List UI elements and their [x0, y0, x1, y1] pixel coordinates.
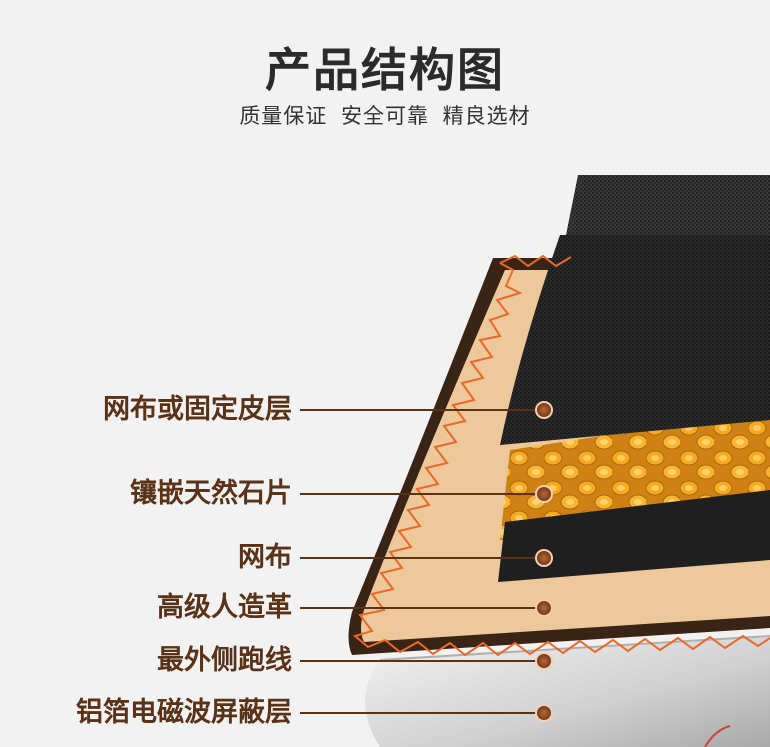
layer-label-outer-stitch: 最外侧跑线 [157, 645, 292, 676]
page-subtitle: 质量保证 安全可靠 精良选材 [239, 104, 531, 128]
anchor-dots [535, 401, 553, 722]
stitch-line [352, 262, 770, 657]
layer-label-foil-shield: 铝箔电磁波屏蔽层 [76, 697, 292, 728]
red-wire [704, 725, 731, 747]
layer-label-fixed-leather: 网布或固定皮层 [103, 394, 292, 425]
anchor-dot [535, 549, 553, 567]
page-title: 产品结构图 [265, 43, 505, 97]
layer-label-mesh-cloth: 网布 [238, 542, 292, 573]
foil-layer [365, 636, 770, 747]
anchor-dot [535, 704, 553, 722]
anchor-dot [535, 485, 553, 503]
top-mesh-shade [500, 235, 770, 445]
layer-label-natural-stone: 镶嵌天然石片 [130, 478, 292, 509]
mesh-cloth-layer [498, 490, 770, 582]
stitch-line-top [499, 254, 572, 268]
layer-label-artificial-leather: 高级人造革 [157, 592, 292, 623]
leader-lines [300, 409, 544, 714]
anchor-dot [535, 401, 553, 419]
anchor-dot [535, 599, 553, 617]
anchor-dot [535, 652, 553, 670]
top-mesh-layer [500, 235, 770, 445]
